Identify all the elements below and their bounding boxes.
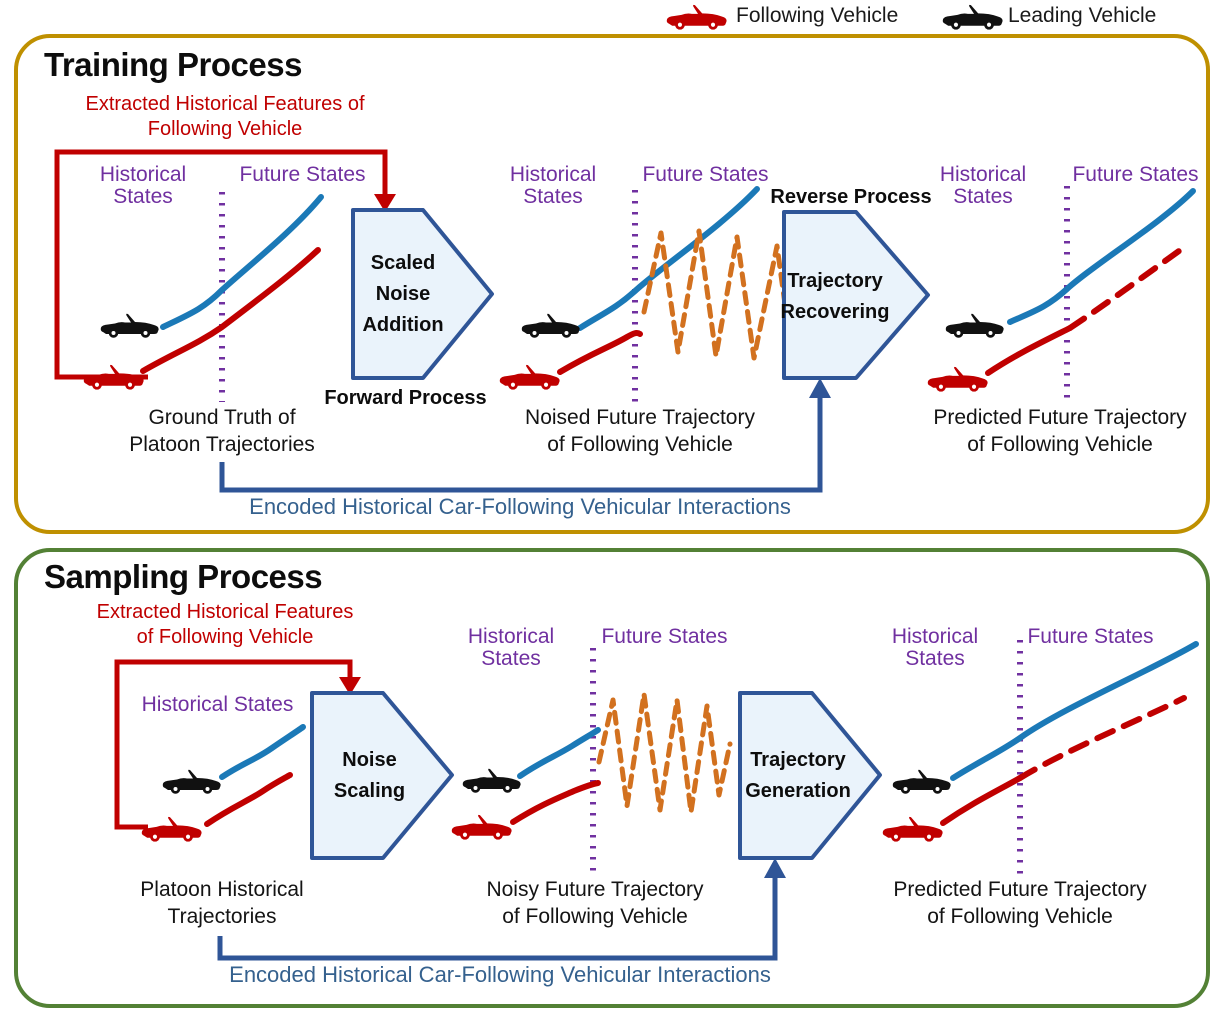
future-states-label: Future States [601, 625, 728, 648]
trajectory-generation-label: Trajectory Generation [745, 749, 851, 802]
leading-trajectory-curve [219, 724, 306, 780]
sampling-plot-predicted [882, 640, 1199, 878]
sampling-plot-noisy [451, 648, 733, 878]
legend-following-label: Following Vehicle [736, 4, 899, 27]
following-vehicle-icon [499, 364, 560, 390]
trajectory-generation-block [738, 691, 882, 860]
sampling-encoded-interactions-arrow [217, 858, 786, 961]
sampling-process-panel [14, 548, 1210, 1008]
leading-vehicle-icon [945, 313, 1004, 338]
following-trajectory-curve [557, 330, 643, 375]
sampling-encoded-interactions-label: Encoded Historical Car-Following Vehicul… [229, 962, 771, 987]
following-trajectory-curve [985, 325, 1073, 376]
training-encoded-interactions-label: Encoded Historical Car-Following Vehicul… [249, 494, 791, 519]
sampling-extracted-features-label: Extracted Historical Features of Followi… [96, 601, 354, 648]
historical-states-label: Historical States [509, 163, 597, 208]
following-trajectory-curve [140, 247, 321, 374]
training-plot-predicted [927, 186, 1196, 403]
historical-states-label: Historical States [891, 625, 979, 670]
future-states-label: Future States [642, 163, 769, 186]
future-states-label: Future States [1072, 163, 1199, 186]
sampling-title: Sampling Process [44, 558, 323, 595]
leading-trajectory-curve [577, 186, 760, 331]
scaled-noise-addition-block [351, 208, 494, 380]
future-states-label: Future States [1027, 625, 1154, 648]
historical-states-label: Historical States [939, 163, 1027, 208]
scaled-noise-addition-label: Scaled Noise Addition [362, 252, 444, 336]
leading-vehicle-icon [462, 768, 521, 793]
sampling-plot-historical [141, 724, 306, 842]
following-trajectory-curve [940, 775, 1023, 826]
leading-trajectory-curve [517, 727, 601, 779]
training-process-panel [14, 34, 1210, 534]
legend-leading-vehicle-icon [942, 4, 1003, 30]
following-vehicle-icon [882, 816, 943, 842]
leading-vehicle-icon [100, 313, 159, 338]
noisy-trajectory-caption: Noisy Future Trajectory of Following Veh… [486, 878, 704, 928]
predicted-trajectory-curve [1067, 243, 1189, 331]
following-vehicle-icon [83, 364, 144, 390]
leading-vehicle-icon [892, 769, 951, 794]
legend-following-vehicle-icon [666, 4, 727, 30]
trajectory-recovering-block [782, 210, 930, 380]
training-plot-ground-truth [83, 192, 324, 402]
noise-scribble [596, 691, 733, 815]
legend-leading-label: Leading Vehicle [1008, 4, 1157, 27]
forward-process-label: Forward Process [324, 387, 487, 409]
following-trajectory-curve [204, 772, 293, 827]
reverse-process-label: Reverse Process [770, 186, 932, 208]
leading-vehicle-icon [162, 769, 221, 794]
leading-vehicle-icon [521, 313, 580, 338]
following-trajectory-curve [510, 780, 601, 825]
noised-trajectory-caption: Noised Future Trajectory of Following Ve… [525, 406, 755, 456]
following-vehicle-icon [451, 814, 512, 840]
training-title: Training Process [44, 46, 302, 83]
historical-states-label: Historical States [99, 163, 187, 208]
ground-truth-caption: Ground Truth of Platoon Trajectories [129, 406, 315, 456]
leading-trajectory-curve [1007, 188, 1196, 325]
noise-scaling-label: Noise Scaling [333, 749, 406, 802]
sampling-extracted-features-arrow [114, 659, 361, 830]
following-vehicle-icon [141, 816, 202, 842]
trajectory-recovering-label: Trajectory Recovering [780, 270, 890, 323]
training-encoded-interactions-arrow [219, 378, 831, 493]
future-states-label: Future States [239, 163, 366, 186]
historical-states-label: Historical States [467, 625, 555, 670]
leading-trajectory-curve [950, 641, 1199, 781]
leading-trajectory-curve [160, 194, 324, 330]
following-vehicle-icon [927, 366, 988, 392]
predicted-trajectory-curve [1017, 695, 1187, 781]
training-extracted-features-label: Extracted Historical Features of Followi… [85, 93, 365, 140]
platoon-historical-caption: Platoon Historical Trajectories [140, 878, 304, 928]
noise-scaling-block [310, 691, 454, 860]
predicted-trajectory-caption: Predicted Future Trajectory of Following… [893, 878, 1147, 928]
historical-states-label: Historical States [141, 693, 294, 716]
predicted-trajectory-caption: Predicted Future Trajectory of Following… [933, 406, 1187, 456]
